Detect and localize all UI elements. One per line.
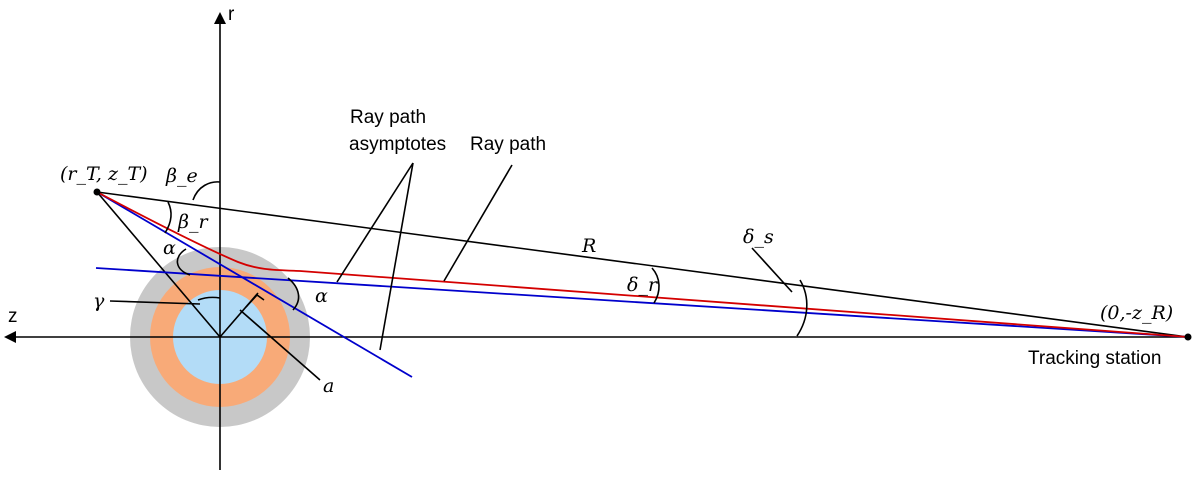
symbol-beta-r: β_r bbox=[177, 211, 209, 233]
label-station-coord: (0,-z_R) bbox=[1100, 302, 1173, 324]
transmitter-point bbox=[93, 188, 101, 196]
delta-r-arc bbox=[651, 267, 660, 304]
label-ray-path-asymptotes-line1: Ray path bbox=[350, 107, 426, 128]
symbol-a: a bbox=[323, 375, 334, 397]
leader-gamma bbox=[109, 300, 201, 305]
label-ray-path: Ray path bbox=[470, 134, 546, 155]
transmitter-to-center-line bbox=[96, 191, 221, 338]
symbol-alpha-upper: α bbox=[163, 237, 176, 259]
symbol-alpha-right: α bbox=[315, 285, 328, 307]
leader-ray-path bbox=[443, 164, 513, 282]
symbol-delta-s: δ_s bbox=[743, 226, 774, 248]
r-axis-label: r bbox=[228, 4, 235, 25]
direct-line-R bbox=[96, 191, 1189, 338]
beta-r-arc bbox=[164, 201, 172, 234]
label-transmitter-coord: (r_T, z_T) bbox=[60, 163, 148, 185]
label-tracking-station: Tracking station bbox=[1028, 348, 1161, 369]
symbol-gamma: γ bbox=[93, 290, 105, 312]
gamma-arc bbox=[197, 296, 221, 301]
label-ray-path-asymptotes-line2: asymptotes bbox=[349, 134, 446, 155]
leader-a bbox=[239, 309, 321, 381]
z-axis-label: z bbox=[8, 306, 18, 327]
symbol-beta-e: β_e bbox=[165, 165, 198, 187]
delta-s-arc bbox=[796, 279, 808, 337]
ray-path-curve bbox=[96, 191, 1189, 338]
right-angle-marker bbox=[245, 293, 265, 308]
alpha-upper-arc bbox=[176, 248, 191, 276]
alpha-right-arc bbox=[287, 277, 300, 311]
leader-asymptotes-2 bbox=[379, 162, 414, 351]
station-point bbox=[1184, 333, 1192, 341]
asymptote-transmitter bbox=[96, 191, 413, 378]
symbol-delta-r: δ_r bbox=[627, 274, 659, 296]
asymptote-station bbox=[95, 267, 1189, 338]
symbol-R: R bbox=[581, 235, 596, 257]
leader-delta-s bbox=[751, 247, 793, 293]
leader-asymptotes-1 bbox=[336, 162, 414, 283]
beta-e-arc bbox=[192, 181, 221, 201]
